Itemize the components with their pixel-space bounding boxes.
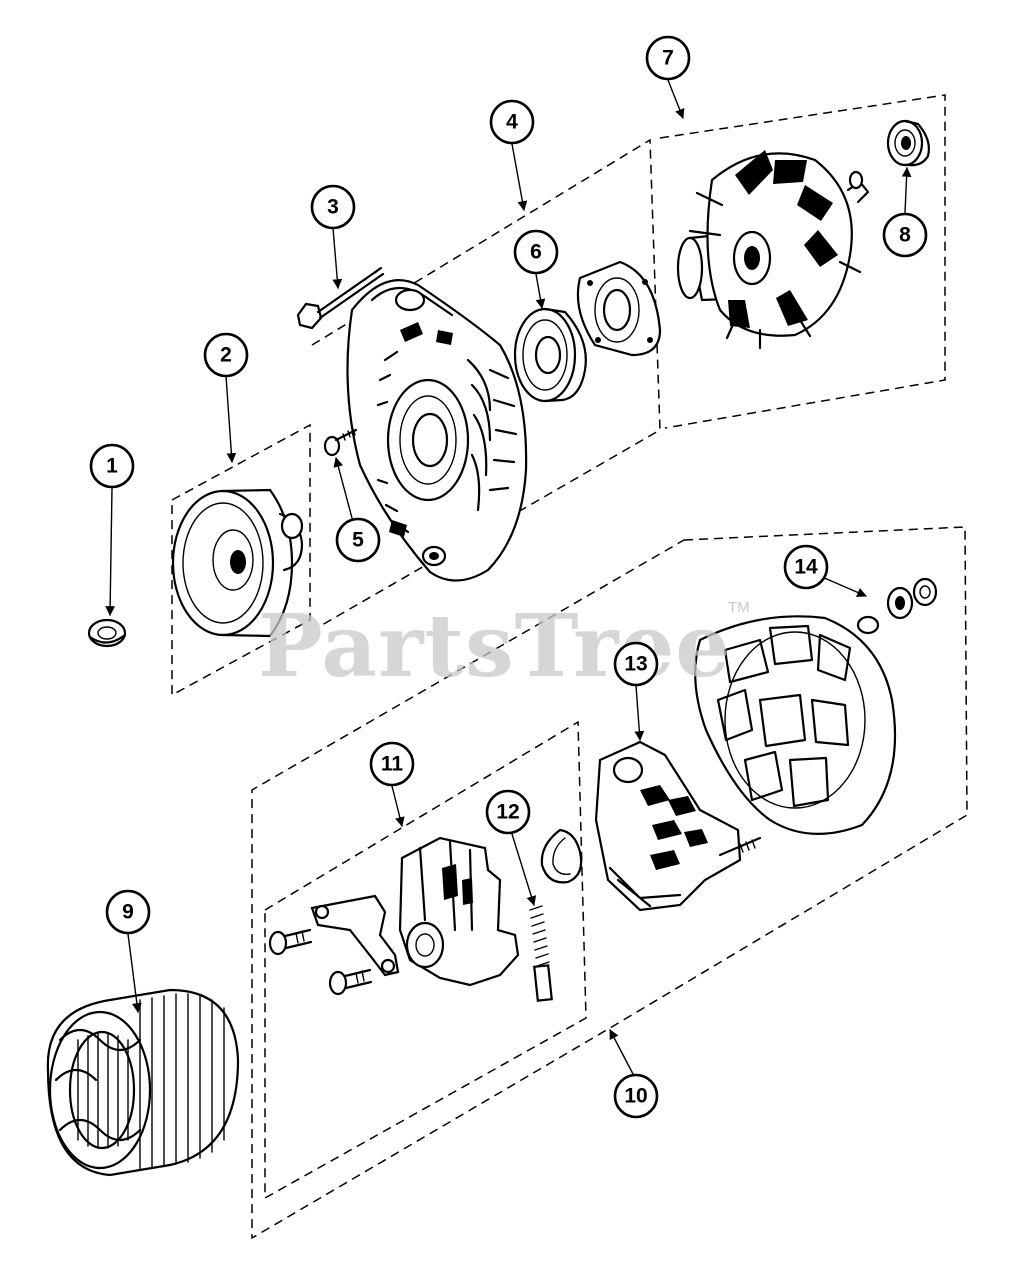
callout-5: 5 bbox=[335, 517, 381, 563]
watermark-text: PartsTree bbox=[258, 596, 731, 697]
assembly-outlines bbox=[171, 94, 968, 1240]
part-rear-bearing bbox=[886, 119, 930, 167]
part-rectifier bbox=[594, 740, 762, 912]
part-regulator-screws bbox=[268, 928, 373, 996]
callout-number: 11 bbox=[381, 753, 404, 776]
part-nut bbox=[87, 618, 127, 648]
callout-12: 12 bbox=[485, 789, 531, 835]
part-stator bbox=[46, 988, 240, 1177]
part-bearing bbox=[513, 307, 587, 403]
callout-1: 1 bbox=[89, 443, 135, 489]
callout-number: 10 bbox=[624, 1085, 647, 1108]
part-front-housing bbox=[346, 279, 528, 582]
callout-4: 4 bbox=[489, 99, 535, 145]
callout-6: 6 bbox=[513, 229, 559, 275]
part-terminal-nuts bbox=[886, 577, 938, 620]
callout-number: 6 bbox=[530, 241, 542, 264]
callout-number: 13 bbox=[624, 653, 647, 676]
callout-number: 1 bbox=[106, 455, 118, 478]
callout-number: 3 bbox=[327, 196, 339, 219]
part-circlip bbox=[540, 828, 583, 884]
callout-9: 9 bbox=[105, 889, 151, 935]
part-retainer-plate bbox=[576, 260, 662, 357]
callout-11: 11 bbox=[369, 741, 415, 787]
callout-10: 10 bbox=[613, 1073, 659, 1119]
callout-number: 12 bbox=[496, 801, 519, 824]
part-brush-spring bbox=[529, 905, 553, 1002]
callout-number: 14 bbox=[794, 556, 818, 579]
callout-number: 4 bbox=[506, 111, 518, 134]
part-screw bbox=[323, 428, 358, 457]
part-rear-housing bbox=[694, 615, 897, 835]
part-regulator bbox=[310, 836, 520, 987]
part-bolt bbox=[296, 266, 385, 330]
callout-8: 8 bbox=[882, 212, 928, 258]
part-rotor bbox=[676, 150, 870, 350]
callout-number: 8 bbox=[899, 224, 911, 247]
watermark-trademark: TM bbox=[728, 599, 750, 616]
callout-number: 2 bbox=[220, 344, 232, 367]
callout-14: 14 bbox=[783, 544, 829, 590]
callout-number: 5 bbox=[352, 529, 364, 552]
callout-13: 13 bbox=[613, 641, 659, 687]
callout-number: 9 bbox=[122, 901, 134, 924]
callout-number: 7 bbox=[662, 47, 674, 70]
callout-7: 7 bbox=[645, 35, 691, 81]
callout-3: 3 bbox=[310, 184, 356, 230]
part-pulley bbox=[171, 488, 304, 638]
callout-2: 2 bbox=[203, 332, 249, 378]
leader-lines bbox=[105, 79, 912, 1075]
